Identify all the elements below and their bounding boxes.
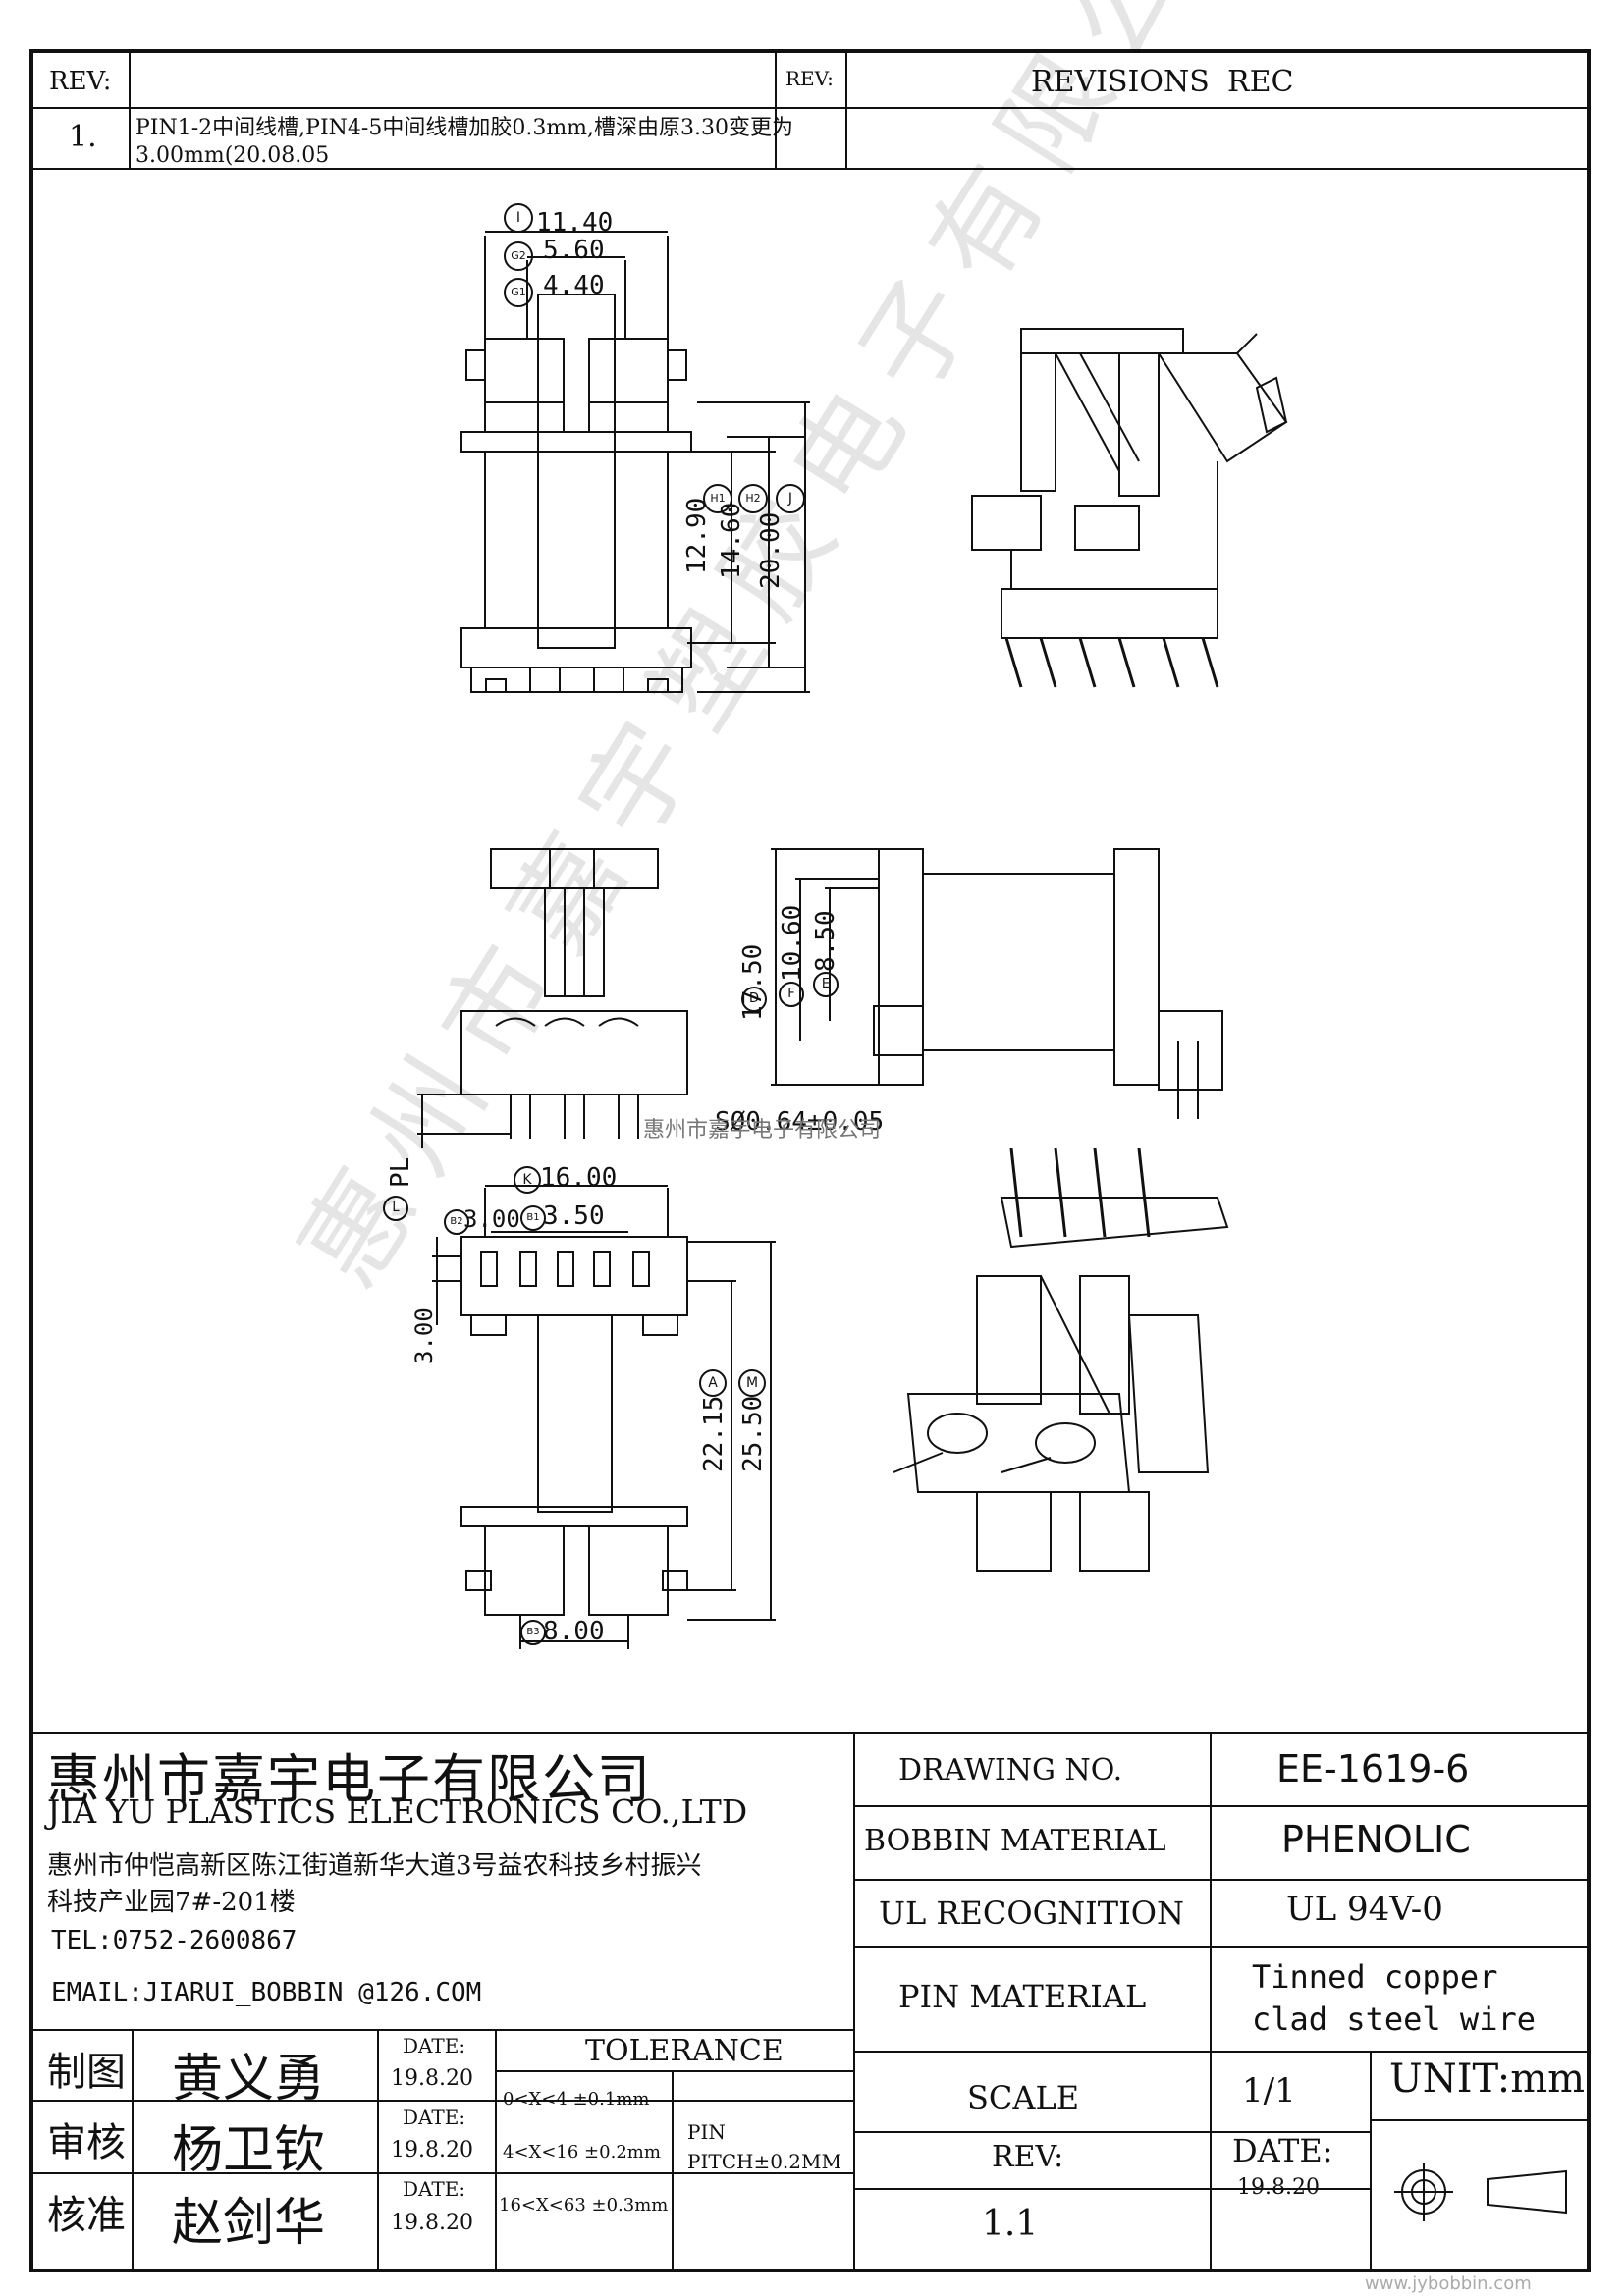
drawing-frame (29, 49, 1591, 2272)
role-approve: 核准 (47, 2193, 126, 2238)
name-approve: 赵剑华 (172, 2194, 326, 2253)
marker-B2: B2 (444, 1209, 469, 1235)
date-draw: 19.8.20 (391, 2066, 473, 2091)
dim-bottom-M: 25.50 (738, 1395, 768, 1472)
side-view-right (771, 848, 1223, 1119)
date-review: 19.8.20 (391, 2138, 473, 2163)
rev-value: 1.1 (982, 2204, 1039, 2244)
side-view-left (417, 848, 688, 1148)
marker-H2: H2 (738, 484, 768, 513)
marker-K: K (514, 1166, 541, 1194)
date-label-title: DATE: (1232, 2132, 1333, 2169)
isometric-view-top (971, 328, 1288, 688)
company-name-cn: 惠州市嘉宇电子有限公司 (47, 1748, 652, 1810)
name-review: 杨卫钦 (172, 2121, 326, 2180)
scale-label: SCALE (967, 2079, 1080, 2116)
bobbin-material: PHENOLIC (1281, 1818, 1471, 1861)
isometric-view-bottom (893, 1148, 1229, 1572)
revision-row-text-2: 3.00mm(20.08.05 (135, 143, 330, 168)
marker-L: L (383, 1196, 408, 1221)
pin-pitch-label-2: PITCH±0.2MM (687, 2150, 841, 2173)
front-view-drawing (460, 231, 810, 693)
footer-url: www.jybobbin.com (1365, 2273, 1532, 2294)
dim-top-width-G1: 4.40 (543, 271, 605, 300)
marker-H1: H1 (703, 484, 732, 513)
role-review: 审核 (47, 2120, 126, 2165)
tel: TEL:0752-2600867 (51, 1926, 298, 1955)
marker-I: I (504, 203, 533, 233)
tolerance-label: TOLERANCE (585, 2034, 784, 2068)
ul-label: UL RECOGNITION (879, 1895, 1184, 1932)
role-draw: 制图 (47, 2050, 126, 2095)
dim-bottom-B2: 3.00 (463, 1205, 520, 1233)
ul-value: UL 94V-0 (1286, 1890, 1443, 1929)
watermark-overlay: 惠州市嘉宇电子有限公司 (643, 1118, 882, 1143)
unit: UNIT:mm (1389, 2056, 1586, 2102)
marker-A: A (699, 1369, 727, 1397)
dim-bottom-left: 3.00 (410, 1308, 438, 1364)
tolerance-range-1: 0<X<4 ±0.1mm (503, 2089, 650, 2109)
marker-M: M (738, 1369, 766, 1397)
marker-B1: B1 (520, 1205, 546, 1231)
dim-bottom-A: 22.15 (699, 1395, 729, 1472)
address-line-1: 惠州市仲恺高新区陈江街道新华大道3号益农科技乡村振兴 (47, 1851, 702, 1881)
email: EMAIL:JIARUI_BOBBIN @126.COM (51, 1978, 482, 2007)
revision-row-number: 1. (69, 120, 97, 154)
bottom-view (432, 1185, 776, 1649)
marker-E: E (813, 972, 839, 997)
marker-G1: G1 (504, 278, 533, 307)
name-draw: 黄义勇 (172, 2050, 326, 2109)
marker-D: D (741, 987, 767, 1012)
marker-F: F (779, 982, 804, 1007)
dim-bottom-B3: 8.00 (543, 1617, 605, 1646)
dim-side-height-F: 10.60 (778, 904, 807, 982)
rev-label: REV: (49, 67, 112, 96)
dim-top-width-G2: 5.60 (543, 236, 605, 265)
rec-label: REC (1227, 65, 1294, 99)
scale-value: 1/1 (1242, 2071, 1296, 2110)
dim-top-width-I: 11.40 (536, 208, 614, 238)
date-value-title: 19.8.20 (1237, 2175, 1320, 2200)
marker-J: J (776, 484, 805, 513)
dim-bottom-B1: 3.50 (543, 1201, 605, 1231)
title-block-lines (33, 1732, 1587, 2269)
dim-pin-diameter: SØ0.64±0.05 (715, 1107, 885, 1137)
marker-G2: G2 (504, 241, 533, 271)
rev-label-2: REV: (785, 67, 834, 90)
dim-bottom-width-K: 16.00 (540, 1163, 618, 1193)
pin-material-label: PIN MATERIAL (898, 1978, 1147, 2015)
pin-pitch-label-1: PIN (687, 2120, 726, 2144)
revision-row-text-1: PIN1-2中间线槽,PIN4-5中间线槽加胶0.3mm,槽深由原3.30变更为 (135, 116, 794, 140)
date-approve: 19.8.20 (391, 2211, 473, 2235)
bobbin-material-label: BOBBIN MATERIAL (864, 1824, 1166, 1858)
pin-material-line-2: clad steel wire (1252, 2001, 1536, 2038)
dim-side-height-E: 8.50 (811, 910, 840, 972)
tolerance-range-2: 4<X<16 ±0.2mm (503, 2142, 661, 2163)
marker-B3: B3 (520, 1620, 546, 1645)
drawing-no: EE-1619-6 (1276, 1747, 1470, 1790)
address-line-2: 科技产业园7#-201楼 (47, 1888, 296, 1917)
date-label-review: DATE: (403, 2106, 466, 2129)
date-label-approve: DATE: (403, 2177, 466, 2201)
drawing-no-label: DRAWING NO. (898, 1753, 1123, 1788)
pin-material-line-1: Tinned copper (1252, 1958, 1498, 1996)
company-name-en: JIA YU PLASTICS ELECTRONICS CO.,LTD (47, 1792, 748, 1831)
tolerance-range-3: 16<X<63 ±0.3mm (499, 2195, 669, 2216)
date-label-draw: DATE: (403, 2034, 466, 2057)
rev-label-title: REV: (992, 2140, 1064, 2174)
revisions-label: REVISIONS (1031, 65, 1210, 99)
